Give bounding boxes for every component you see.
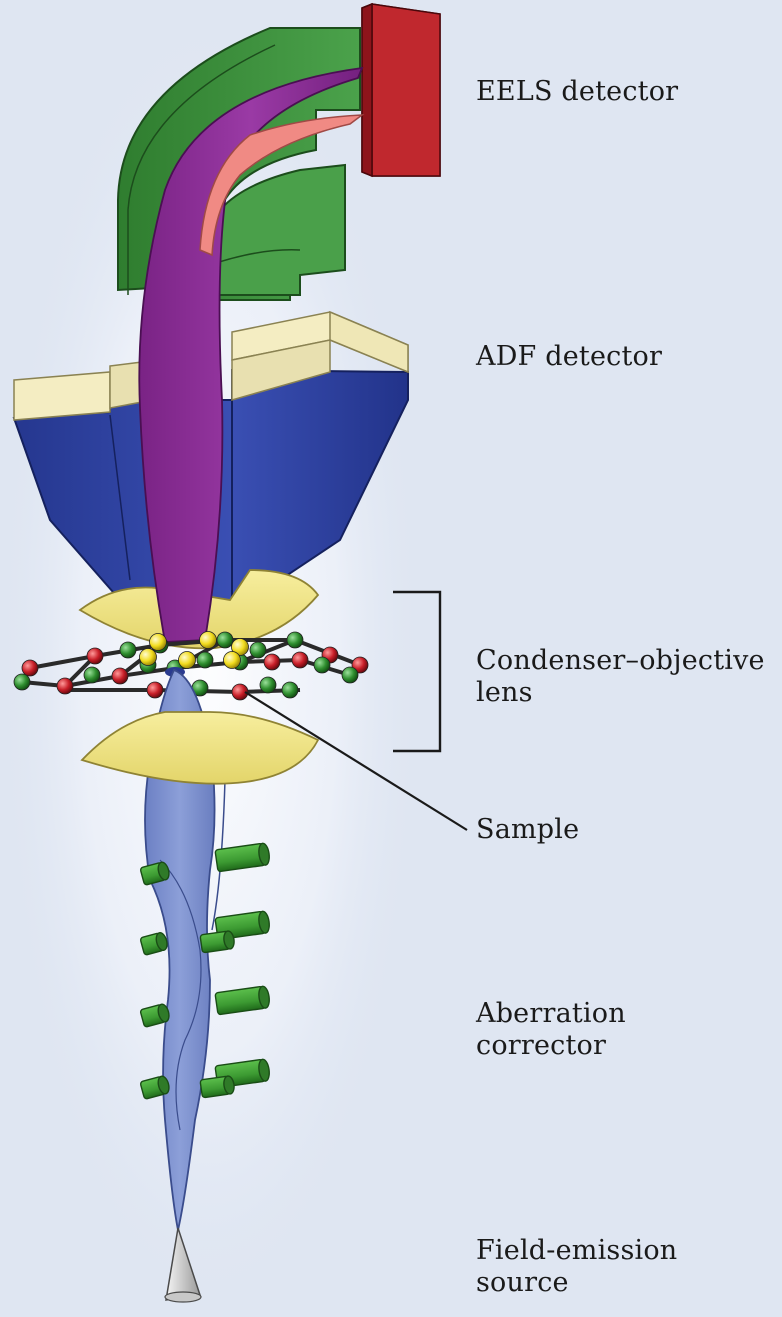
atom-red [86,647,104,665]
sample-lattice [13,631,369,701]
atom-red [146,681,164,699]
atom-yellow [149,633,167,651]
atom-red [291,651,309,669]
corrector-coil [214,842,270,873]
condenser-objective-lens-label: Condenser–objective lens [476,645,765,709]
corrector-coil [139,932,168,956]
aberration-corrector-line1: Aberration [476,998,626,1029]
corrector-coil [199,930,235,954]
atom-green [119,641,137,659]
corrector-coil [139,1075,170,1100]
atom-red [111,667,129,685]
adf-detector-text: ADF detector [476,341,663,372]
atom-yellow [139,648,157,666]
sample-pointer-line [244,691,468,831]
sample-label: Sample [476,814,579,846]
field-emission-line2: source [476,1267,569,1298]
atom-green [83,666,101,684]
eels-detector-slab [361,2,441,178]
adf-detector-label: ADF detector [476,341,662,373]
atom-green [313,656,331,674]
field-emission-source-label: Field-emission source [476,1235,677,1299]
atom-green [216,631,234,649]
corrector-coil [139,861,170,886]
corrector-coil [139,1003,170,1028]
lower-lens-pole [80,711,320,785]
condenser-objective-line2: lens [476,677,533,708]
atom-green [286,631,304,649]
atom-yellow [231,638,249,656]
eels-detector-text: EELS detector [476,76,679,107]
atom-red [263,653,281,671]
eels-detector-label: EELS detector [476,76,678,108]
condenser-objective-line1: Condenser–objective [476,645,765,676]
energy-loss-beam [199,114,365,257]
atom-green [249,641,267,659]
field-emission-tip [164,1227,202,1303]
atom-red [56,677,74,695]
lattice-bond [239,638,296,664]
sample-text: Sample [476,814,580,845]
atom-green [259,676,277,694]
atom-red [21,659,39,677]
atom-red [351,656,369,674]
atom-yellow [199,631,217,649]
corrector-coil [214,985,270,1016]
atom-green [196,651,214,669]
field-emission-line1: Field-emission [476,1235,678,1266]
lens-bracket [393,590,442,753]
lattice-bond [29,654,96,670]
atom-green [13,673,31,691]
aberration-corrector-coils [139,842,270,1100]
atom-green [341,666,359,684]
corrector-coil [199,1075,235,1099]
atom-red [231,683,249,701]
aberration-corrector-label: Aberration corrector [476,998,626,1062]
atom-yellow [178,651,196,669]
aberration-corrector-line2: corrector [476,1030,607,1061]
atom-green [281,681,299,699]
atom-yellow [223,651,241,669]
